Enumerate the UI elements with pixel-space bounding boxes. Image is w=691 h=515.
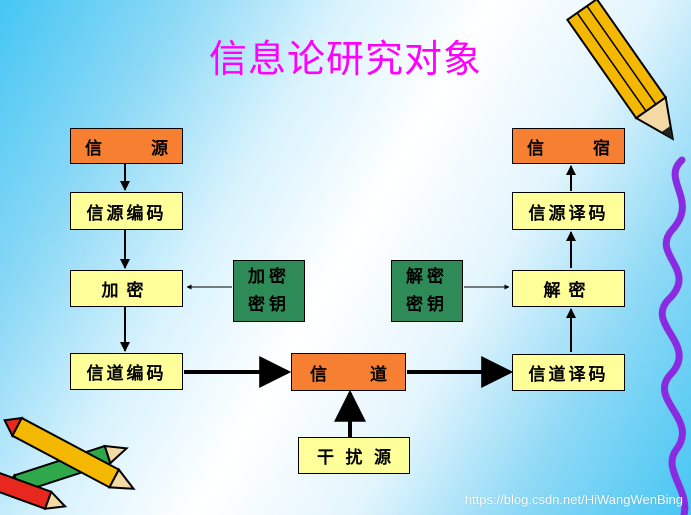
decrypt-key-box: 解密 密钥 [391,260,463,322]
page-title: 信息论研究对象 [208,37,482,81]
watermark: https://blog.csdn.net/HiWangWenBing [464,492,683,507]
noise-source-box: 干 扰 源 [298,437,410,474]
source-box: 信 源 [70,128,183,164]
source-encoding-box: 信源编码 [70,192,183,230]
encrypt-key-box: 加密 密钥 [233,260,305,322]
channel-box: 信 道 [291,353,406,391]
decrypt-box: 解密 [512,270,625,307]
channel-decoding-box: 信道译码 [512,354,625,391]
sink-box: 信 宿 [512,128,625,164]
encrypt-box: 加密 [70,270,183,307]
source-decoding-box: 信源译码 [512,192,625,230]
channel-encoding-box: 信道编码 [70,353,183,390]
